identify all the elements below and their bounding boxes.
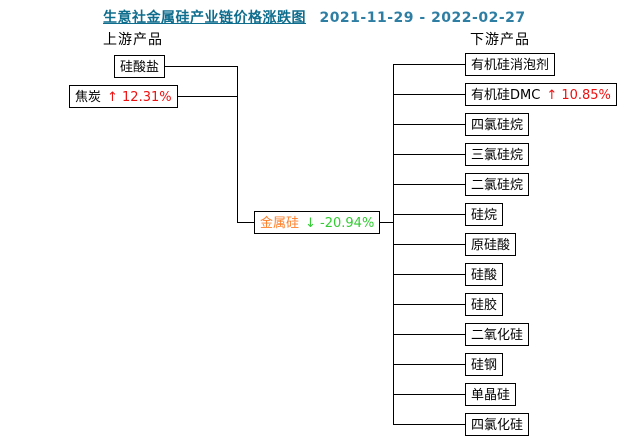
connector-downstream-stub xyxy=(393,184,465,185)
upstream-section-label: 上游产品 xyxy=(103,32,163,48)
node-label: 单晶硅 xyxy=(471,388,511,403)
connector-downstream-stub xyxy=(393,214,465,215)
node-label: 二氯硅烷 xyxy=(471,178,524,193)
connector-downstream-stub xyxy=(393,334,465,335)
connector-silicate-h xyxy=(150,66,238,67)
connector-downstream-stub xyxy=(393,94,465,95)
downstream-node-3: 四氯硅烷 xyxy=(465,113,530,136)
downstream-section-label: 下游产品 xyxy=(470,32,530,48)
chart-date-range: 2021-11-29 - 2022-02-27 xyxy=(319,10,526,26)
downstream-node-13: 四氯化硅 xyxy=(465,413,530,436)
downstream-node-1: 有机硅消泡剂 xyxy=(465,53,556,76)
node-label: 有机硅DMC xyxy=(471,88,541,103)
upstream-node-coke: 焦炭 ↑ 12.31% xyxy=(69,85,178,108)
connector-center-left-h xyxy=(237,222,267,223)
downstream-node-6: 硅烷 xyxy=(465,203,504,226)
downstream-node-9: 硅胶 xyxy=(465,293,504,316)
downstream-node-5: 二氯硅烷 xyxy=(465,173,530,196)
node-label: 四氯化硅 xyxy=(471,418,524,433)
node-label: 硅酸 xyxy=(471,268,498,283)
downstream-node-8: 硅酸 xyxy=(465,263,504,286)
node-label: 金属硅 xyxy=(260,216,300,231)
downstream-node-7: 原硅酸 xyxy=(465,233,517,256)
downstream-node-4: 三氯硅烷 xyxy=(465,143,530,166)
connector-upstream-v xyxy=(237,66,238,223)
connector-downstream-stub xyxy=(393,244,465,245)
change-badge-down: ↓ -20.94% xyxy=(305,216,375,231)
center-node-metal-silicon: 金属硅 ↓ -20.94% xyxy=(254,211,381,234)
connector-downstream-stub xyxy=(393,124,465,125)
connector-coke-h xyxy=(150,96,238,97)
chart-title[interactable]: 生意社金属硅产业链价格涨跌图 xyxy=(103,10,306,26)
node-label: 有机硅消泡剂 xyxy=(471,58,550,73)
connector-downstream-stub xyxy=(393,274,465,275)
node-label: 原硅酸 xyxy=(471,238,511,253)
chart-header: 生意社金属硅产业链价格涨跌图 2021-11-29 - 2022-02-27 xyxy=(103,7,526,27)
downstream-node-2: 有机硅DMC ↑ 10.85% xyxy=(465,83,617,106)
node-label: 硅胶 xyxy=(471,298,498,313)
connector-downstream-stub xyxy=(393,64,465,65)
node-label: 二氧化硅 xyxy=(471,328,524,343)
node-label: 硅烷 xyxy=(471,208,498,223)
downstream-node-12: 单晶硅 xyxy=(465,383,517,406)
upstream-node-silicate: 硅酸盐 xyxy=(114,55,166,78)
node-label: 硅酸盐 xyxy=(120,60,160,75)
node-label: 硅钢 xyxy=(471,358,498,373)
node-label: 四氯硅烷 xyxy=(471,118,524,133)
node-label: 焦炭 xyxy=(75,90,102,105)
change-badge-up: ↑ 12.31% xyxy=(107,90,172,105)
connector-downstream-stub xyxy=(393,394,465,395)
connector-downstream-stub xyxy=(393,154,465,155)
change-badge-up: ↑ 10.85% xyxy=(546,88,611,103)
connector-downstream-stub xyxy=(393,424,465,425)
connector-downstream-stub xyxy=(393,364,465,365)
downstream-node-11: 硅钢 xyxy=(465,353,504,376)
connector-downstream-stub xyxy=(393,304,465,305)
node-label: 三氯硅烷 xyxy=(471,148,524,163)
downstream-node-10: 二氧化硅 xyxy=(465,323,530,346)
